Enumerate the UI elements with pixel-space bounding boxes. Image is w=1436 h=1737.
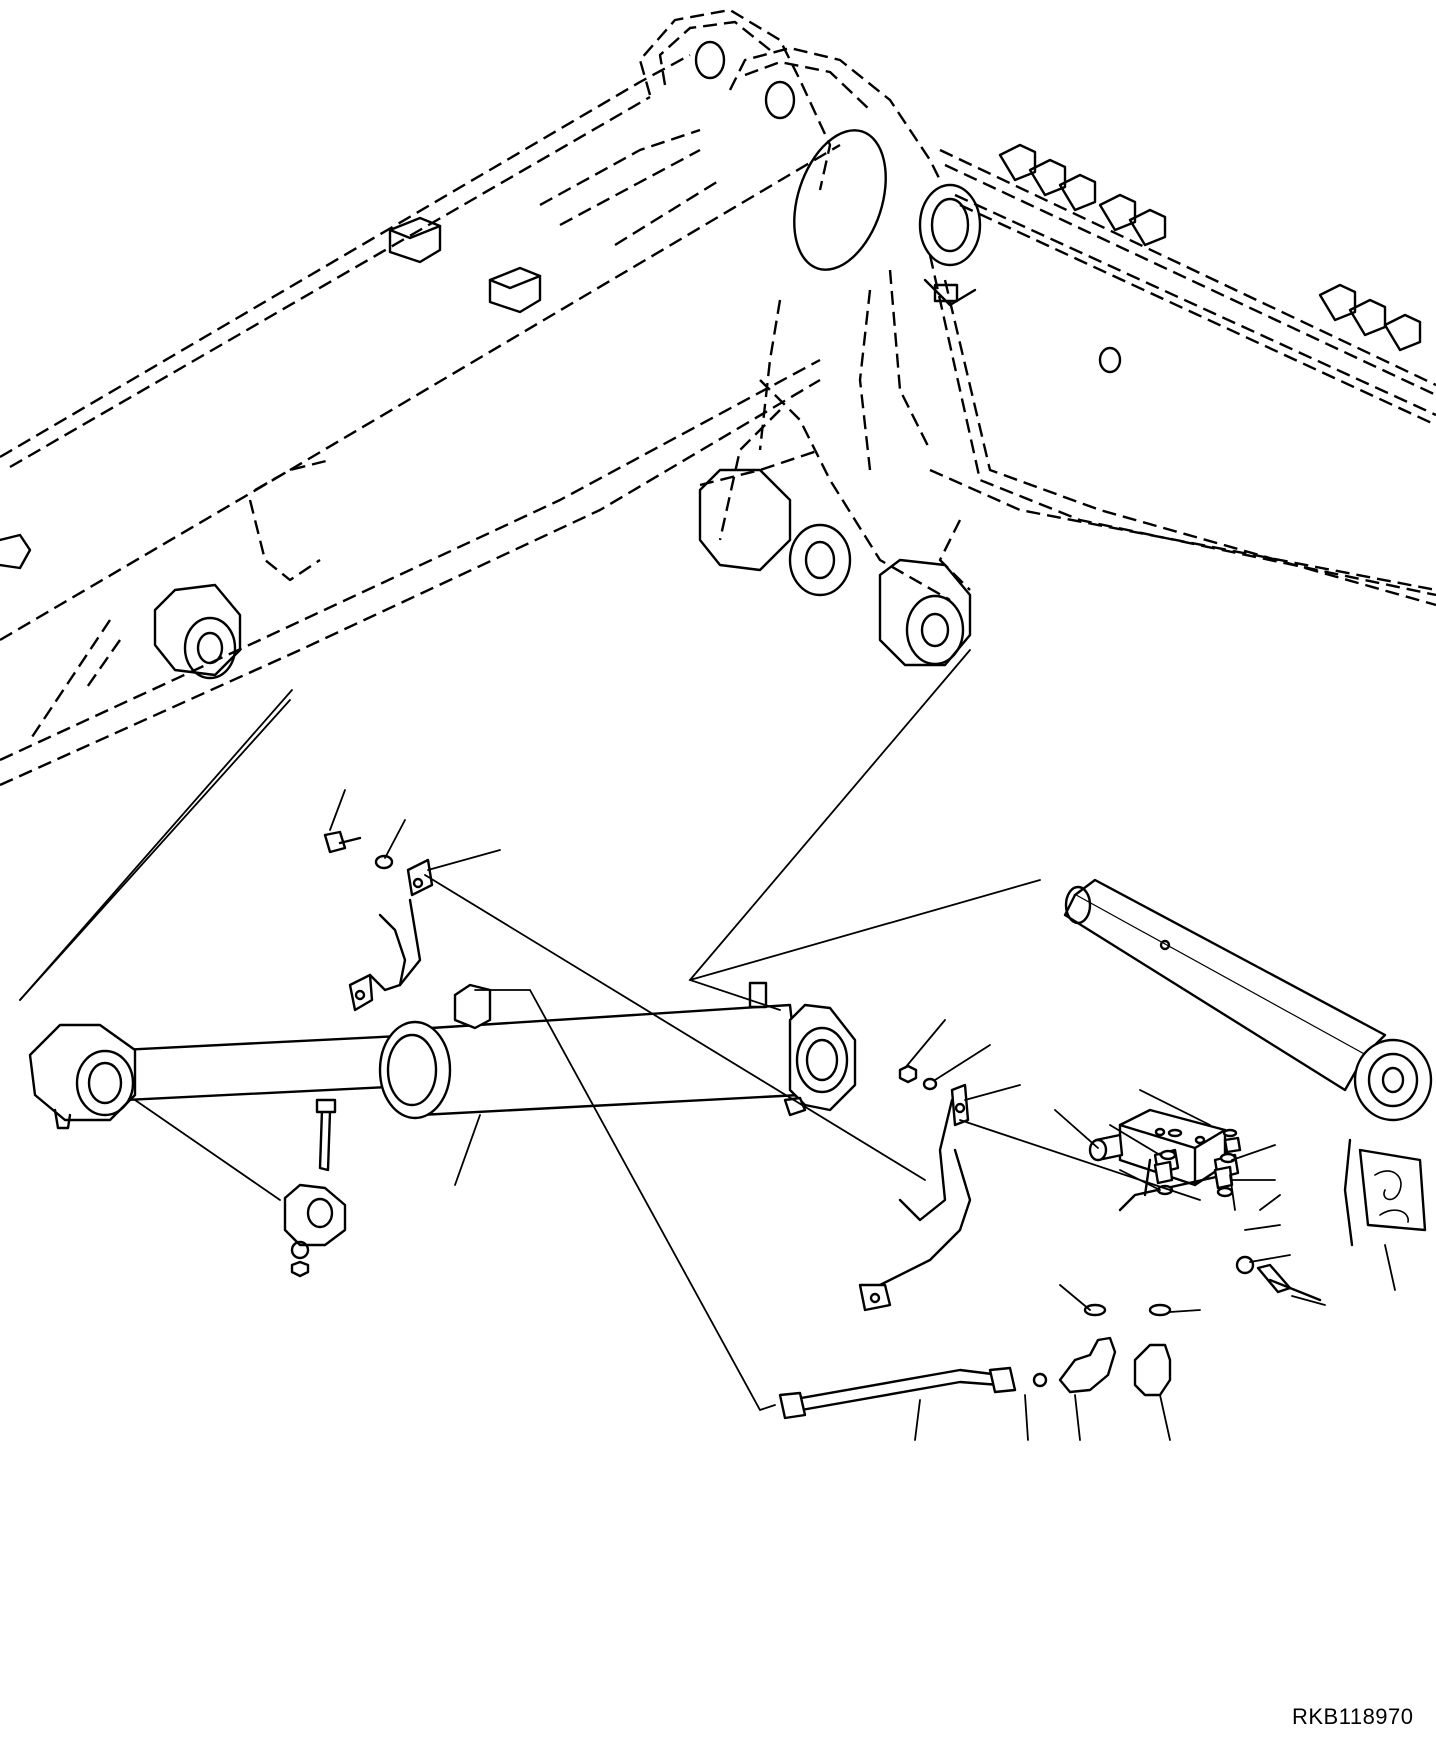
valve-bolt	[1235, 1255, 1322, 1302]
left-mounting-boss	[153, 583, 242, 680]
upper-clamp	[348, 858, 434, 1012]
drawing-code-label: RKB118970	[1292, 1704, 1414, 1729]
hose	[778, 1366, 1017, 1420]
leader-lines	[19, 649, 1396, 1441]
pivot-pin	[1063, 878, 1433, 1122]
lower-clamp	[858, 1083, 972, 1312]
boom-mounting-details	[0, 40, 1422, 570]
clamp-bolt	[323, 830, 394, 870]
hydraulic-cylinder	[28, 981, 857, 1130]
right-mounting-boss	[698, 468, 972, 667]
lower-clamp-nut	[898, 1064, 938, 1091]
caution-plate	[1343, 1138, 1427, 1247]
boom-phantom-outline	[0, 8, 1436, 787]
rod-end-fasteners	[283, 1098, 347, 1278]
elbow-fittings	[1032, 1303, 1172, 1397]
